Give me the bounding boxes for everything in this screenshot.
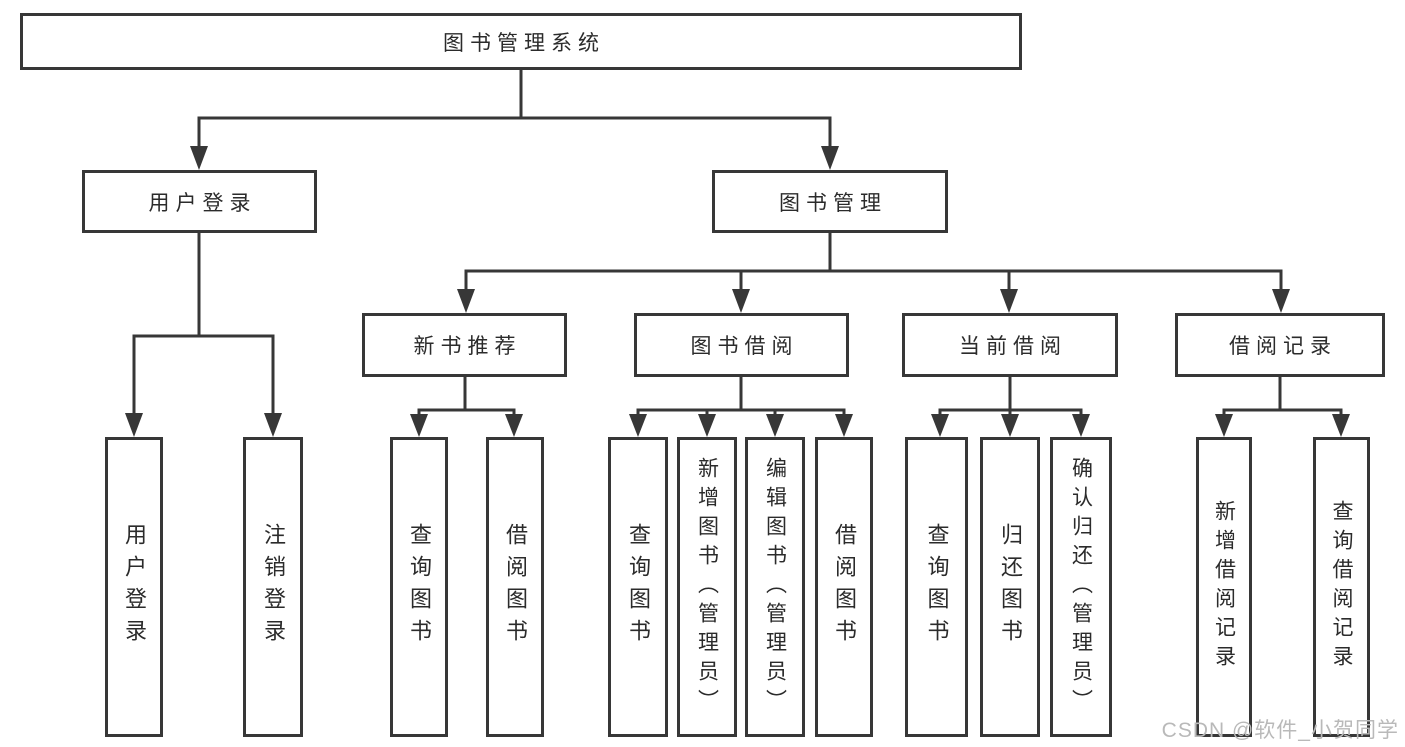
leaf-query-borrow-record: 查询借阅记录 [1313,437,1370,737]
node-label: 借阅记录 [1229,335,1337,358]
node-label: 查询图书 [407,523,432,651]
node-system-root: 图书管理系统 [20,13,1022,70]
node-label: 图书管理 [779,191,887,215]
node-label: 新增图书（管理员） [695,456,719,718]
leaf-query-books-2: 查询图书 [608,437,668,737]
node-user-login: 用户登录 [82,170,317,233]
node-label: 新增借阅记录 [1212,500,1236,674]
leaf-edit-book-admin: 编辑图书（管理员） [745,437,805,737]
node-label: 查询借阅记录 [1330,500,1353,674]
leaf-logout: 注销登录 [243,437,303,737]
node-label: 图书借阅 [690,335,799,358]
node-label: 查询图书 [924,523,950,651]
leaf-return-book: 归还图书 [980,437,1040,737]
leaf-borrow-books-1: 借阅图书 [486,437,544,737]
node-label: 编辑图书（管理员） [763,456,787,718]
node-label: 借阅图书 [503,523,528,651]
leaf-query-books-1: 查询图书 [390,437,448,737]
node-label: 用户登录 [148,191,257,215]
csdn-watermark: CSDN @软件_小贺同学 [1161,719,1399,742]
node-label: 注销登录 [261,523,286,651]
node-label: 查询图书 [626,523,651,651]
node-new-book-recommend: 新书推荐 [362,313,567,377]
leaf-add-borrow-record: 新增借阅记录 [1196,437,1252,737]
leaf-query-books-3: 查询图书 [905,437,968,737]
node-label: 图书管理系统 [443,31,605,55]
node-label: 借阅图书 [832,523,857,651]
leaf-user-login: 用户登录 [105,437,163,737]
node-label: 归还图书 [998,523,1023,651]
leaf-borrow-books-2: 借阅图书 [815,437,873,737]
node-label: 用户登录 [122,523,147,651]
leaf-confirm-return-admin: 确认归还（管理员） [1050,437,1112,737]
node-current-borrow: 当前借阅 [902,313,1118,377]
leaf-add-book-admin: 新增图书（管理员） [677,437,737,737]
node-book-management: 图书管理 [712,170,948,233]
node-book-borrow: 图书借阅 [634,313,849,377]
node-borrow-records: 借阅记录 [1175,313,1385,377]
node-label: 当前借阅 [959,335,1067,358]
node-label: 确认归还（管理员） [1069,456,1093,718]
node-label: 新书推荐 [413,335,522,358]
